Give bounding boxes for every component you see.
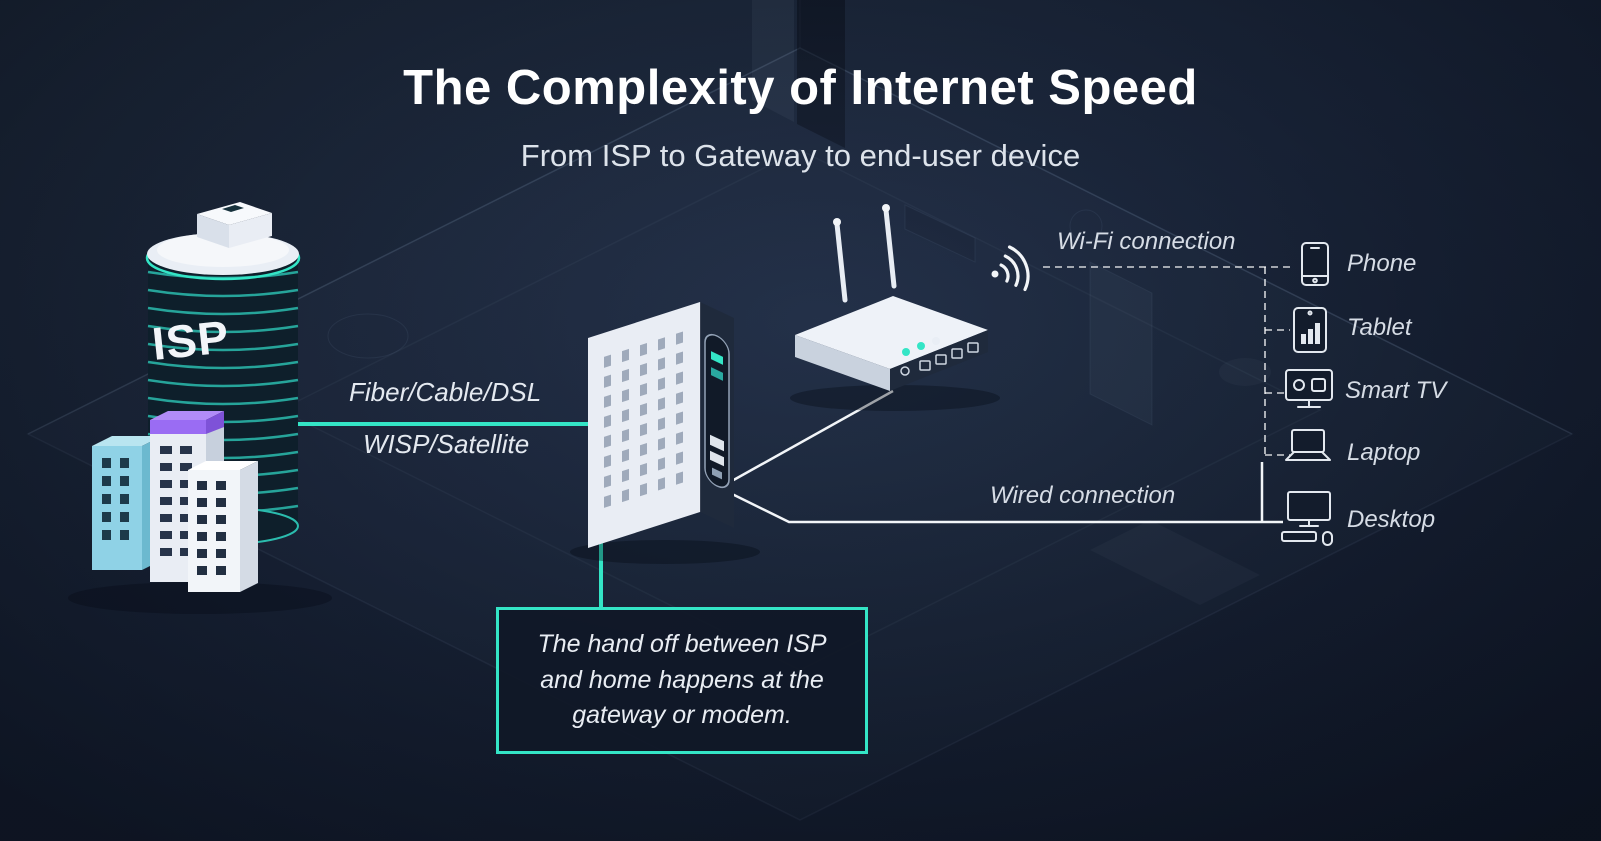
device-label-phone: Phone <box>1347 250 1417 277</box>
tower-penthouse <box>197 202 272 248</box>
wifi-dashed-line <box>1043 266 1290 456</box>
page-title: The Complexity of Internet Speed <box>403 61 1198 115</box>
small-buildings <box>92 411 258 592</box>
gateway-shadow <box>570 540 760 564</box>
device-label-laptop: Laptop <box>1347 439 1421 466</box>
gateway-modem <box>588 302 734 548</box>
router-led <box>902 348 910 356</box>
wired-connection-line <box>727 462 1283 524</box>
wifi-connection-label: Wi-Fi connection <box>1057 228 1236 255</box>
modem-led <box>711 351 723 365</box>
desktop-icon <box>1281 491 1333 546</box>
isp-link-label-1: Fiber/Cable/DSL <box>349 377 542 407</box>
gateway-callout-text: The hand off between ISP and home happen… <box>537 630 827 730</box>
router-led <box>932 337 940 345</box>
buildings-shadow <box>68 582 332 614</box>
wired-connection-label: Wired connection <box>990 482 1176 509</box>
modem-led <box>711 367 723 381</box>
modem-port <box>710 434 724 452</box>
gateway-to-router-line <box>729 389 894 484</box>
router-ports <box>900 342 979 376</box>
smart-tv-icon <box>1285 369 1333 408</box>
device-label-smart-tv: Smart TV <box>1345 377 1447 404</box>
isp-link-label-2: WISP/Satellite <box>363 429 530 459</box>
device-label-tablet: Tablet <box>1347 314 1412 341</box>
modem-vent-dots <box>604 331 683 508</box>
laptop-icon <box>1285 429 1331 461</box>
wifi-router <box>795 204 1030 391</box>
router-led <box>917 342 925 350</box>
page-subtitle: From ISP to Gateway to end-user device <box>520 138 1081 173</box>
gateway-callout-box: The hand off between ISP and home happen… <box>496 607 868 754</box>
tablet-icon <box>1293 307 1327 353</box>
wifi-signal-icon <box>999 245 1030 292</box>
isp-building: ISP <box>92 202 301 592</box>
modem-port <box>712 467 722 480</box>
phone-icon <box>1301 242 1329 286</box>
isp-label: ISP <box>150 310 232 370</box>
router-antennas <box>834 207 897 303</box>
modem-port <box>710 450 724 467</box>
device-label-desktop: Desktop <box>1347 506 1436 533</box>
router-shadow <box>790 385 1000 411</box>
